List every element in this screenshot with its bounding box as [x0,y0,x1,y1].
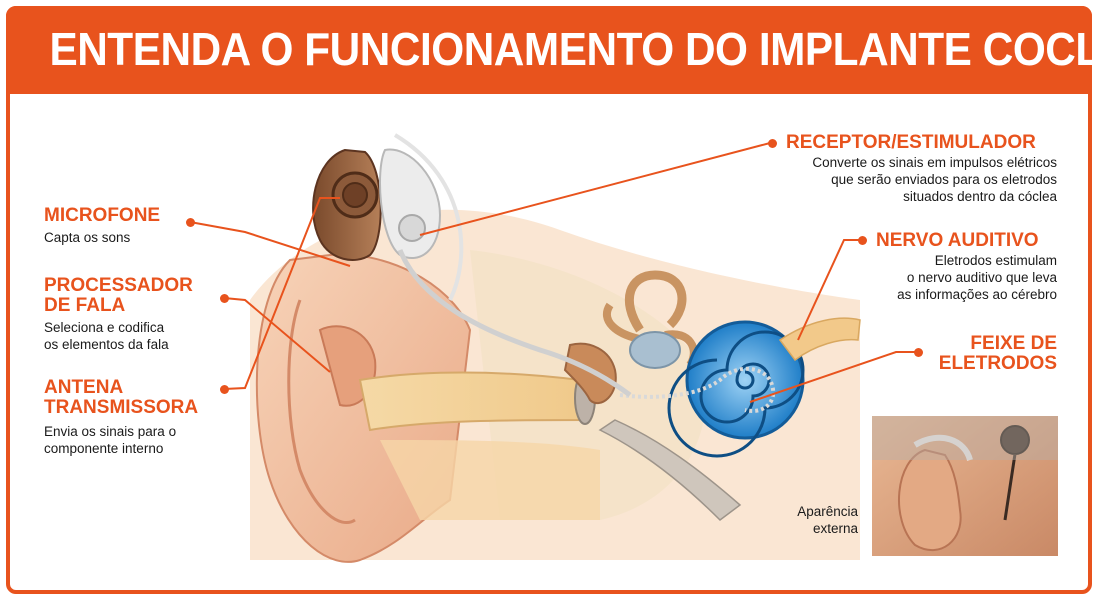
label-receptor-desc-1: Converte os sinais em impulsos elétricos [812,155,1057,171]
leader-receptor [420,143,770,235]
dot-processador [220,294,229,303]
label-nervo-desc-1: Eletrodos estimulam [935,253,1057,269]
dot-nervo [858,236,867,245]
label-processador-title-2: DE FALA [44,296,125,316]
label-feixe-title-2: ELETRODOS [939,354,1057,374]
inset-photo [872,416,1058,556]
label-microfone-title: MICROFONE [44,206,160,226]
label-antena-title-2: TRANSMISSORA [44,398,198,418]
label-antena-title-1: ANTENA [44,378,123,398]
label-processador-desc-2: os elementos da fala [44,337,169,353]
dot-receptor [768,139,777,148]
label-processador-title-1: PROCESSADOR [44,276,193,296]
label-processador-desc-1: Seleciona e codifica [44,320,164,336]
label-nervo-desc-2: o nervo auditivo que leva [907,270,1057,286]
label-receptor-desc-3: situados dentro da cóclea [903,189,1057,205]
inset-caption-2: externa [813,521,858,537]
inset-ear [899,450,961,550]
label-microfone-desc: Capta os sons [44,230,130,246]
dot-feixe [914,348,923,357]
label-receptor-title: RECEPTOR/ESTIMULADOR [786,133,1036,153]
label-receptor-desc-2: que serão enviados para os eletrodos [831,172,1057,188]
label-antena-desc-2: componente interno [44,441,163,457]
inset-caption-1: Aparência [797,504,858,520]
label-antena-desc-1: Envia os sinais para o [44,424,176,440]
vestibule [630,332,680,368]
dot-antena [220,385,229,394]
label-nervo-desc-3: as informações ao cérebro [897,287,1057,303]
label-nervo-title: NERVO AUDITIVO [876,231,1039,251]
dot-microfone [186,218,195,227]
label-feixe-title-1: FEIXE DE [970,334,1057,354]
